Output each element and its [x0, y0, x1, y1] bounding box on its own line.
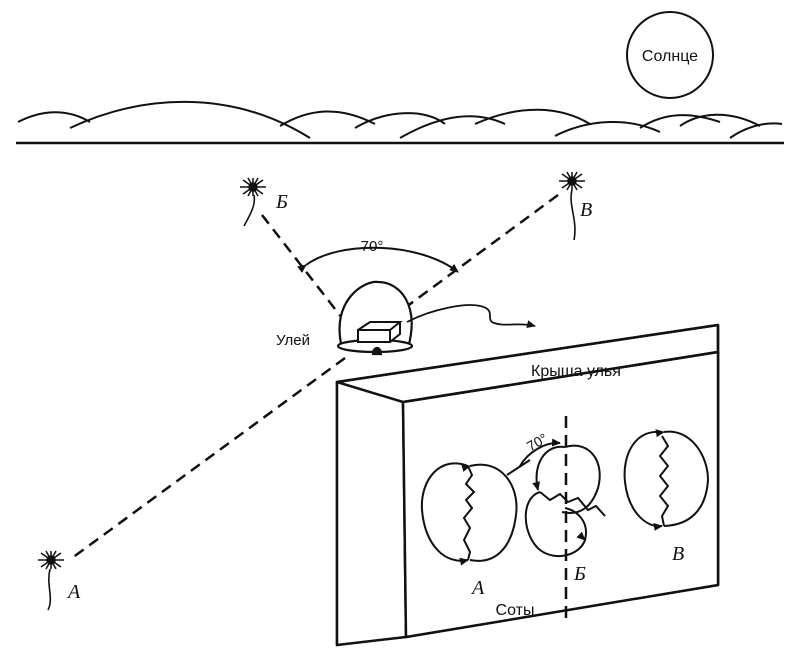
sun: Солнце: [626, 11, 714, 99]
combs-label: Соты: [496, 602, 535, 619]
hive-box: [335, 323, 720, 647]
horizon-hills: [16, 100, 784, 145]
dance-a: А: [420, 462, 518, 599]
flower-a-label: А: [66, 581, 81, 603]
flower-v-label: В: [580, 199, 592, 221]
hive-zoom-arrow: [406, 304, 536, 329]
angle-label: 70°: [361, 238, 384, 255]
flower-b: Б: [240, 177, 288, 227]
dance-v-label: В: [672, 543, 684, 565]
flower-a: А: [38, 550, 81, 611]
line-to-flower-b: [261, 214, 343, 319]
line-to-flower-v: [401, 193, 559, 312]
dance-a-label: А: [470, 577, 485, 599]
hive: Улей: [276, 280, 414, 356]
flower-b-label: Б: [275, 191, 288, 213]
dance-b-label: Б: [573, 563, 586, 585]
dance-b: 70° Б: [506, 430, 606, 585]
line-to-flower-a: [71, 356, 346, 560]
angle-arc-70: 70°: [297, 238, 459, 273]
roof-label: Крыша улья: [531, 363, 621, 380]
box-side-face: [335, 380, 408, 647]
flower-v: В: [559, 171, 592, 241]
bearing-lines: [71, 193, 559, 560]
dance-v: В: [623, 429, 710, 565]
hive-label: Улей: [276, 332, 310, 349]
sun-label: Солнце: [642, 48, 698, 65]
